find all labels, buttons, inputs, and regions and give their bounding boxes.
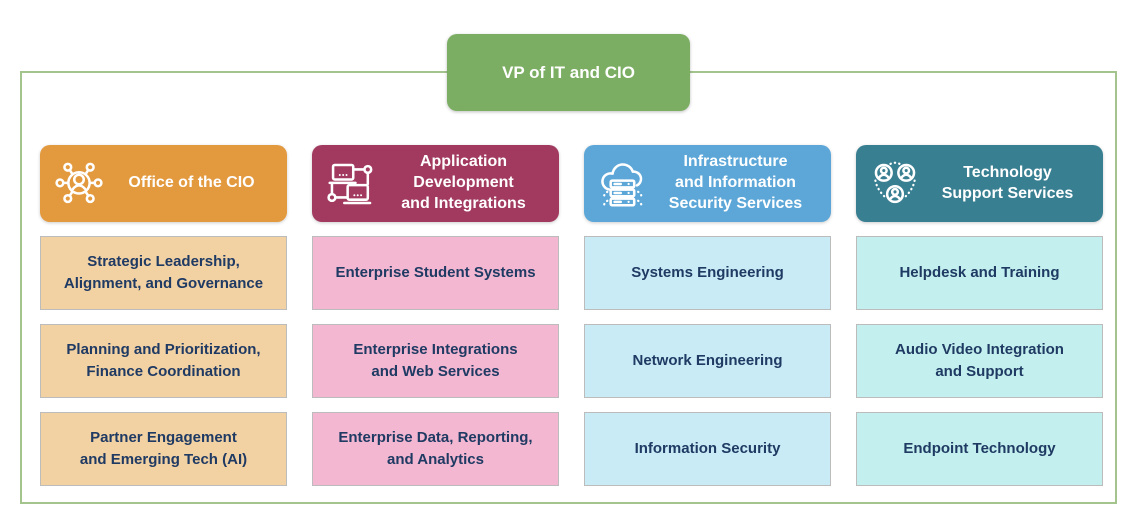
cloud-servers-icon (592, 156, 654, 212)
root-node-label: VP of IT and CIO (502, 62, 635, 82)
org-sub-box: Helpdesk and Training (856, 236, 1103, 310)
org-sub-box: Partner Engagement and Emerging Tech (AI… (40, 412, 287, 486)
column-application-development: Application Development and Integrations… (312, 145, 559, 486)
org-sub-box: Enterprise Student Systems (312, 236, 559, 310)
header-label: Office of the CIO (128, 174, 255, 192)
header-technology-support: Technology Support Services (856, 145, 1103, 222)
org-sub-box: Enterprise Data, Reporting, and Analytic… (312, 412, 559, 486)
header-label: Technology Support Services (941, 163, 1074, 202)
org-sub-box: Planning and Prioritization, Finance Coo… (40, 324, 287, 398)
header-application-development: Application Development and Integrations (312, 145, 559, 222)
header-office-of-the-cio: Office of the CIO (40, 145, 287, 222)
org-sub-box: Endpoint Technology (856, 412, 1103, 486)
connected-devices-icon (320, 156, 382, 212)
header-label: Application Development and Integrations (401, 153, 526, 212)
org-sub-box: Audio Video Integration and Support (856, 324, 1103, 398)
org-sub-box: Systems Engineering (584, 236, 831, 310)
column-infrastructure-security: Infrastructure and Information Security … (584, 145, 831, 486)
header-label: Infrastructure and Information Security … (668, 153, 803, 212)
org-columns: Office of the CIO Strategic Leadership, … (40, 145, 1103, 486)
org-sub-box: Strategic Leadership, Alignment, and Gov… (40, 236, 287, 310)
column-office-of-the-cio: Office of the CIO Strategic Leadership, … (40, 145, 287, 486)
root-node-vp-of-it-and-cio: VP of IT and CIO (447, 34, 690, 111)
org-network-icon (48, 156, 110, 212)
org-sub-box: Enterprise Integrations and Web Services (312, 324, 559, 398)
column-technology-support: Technology Support Services Helpdesk and… (856, 145, 1103, 486)
org-sub-box: Information Security (584, 412, 831, 486)
org-sub-box: Network Engineering (584, 324, 831, 398)
team-icon (864, 156, 926, 212)
header-infrastructure-security: Infrastructure and Information Security … (584, 145, 831, 222)
